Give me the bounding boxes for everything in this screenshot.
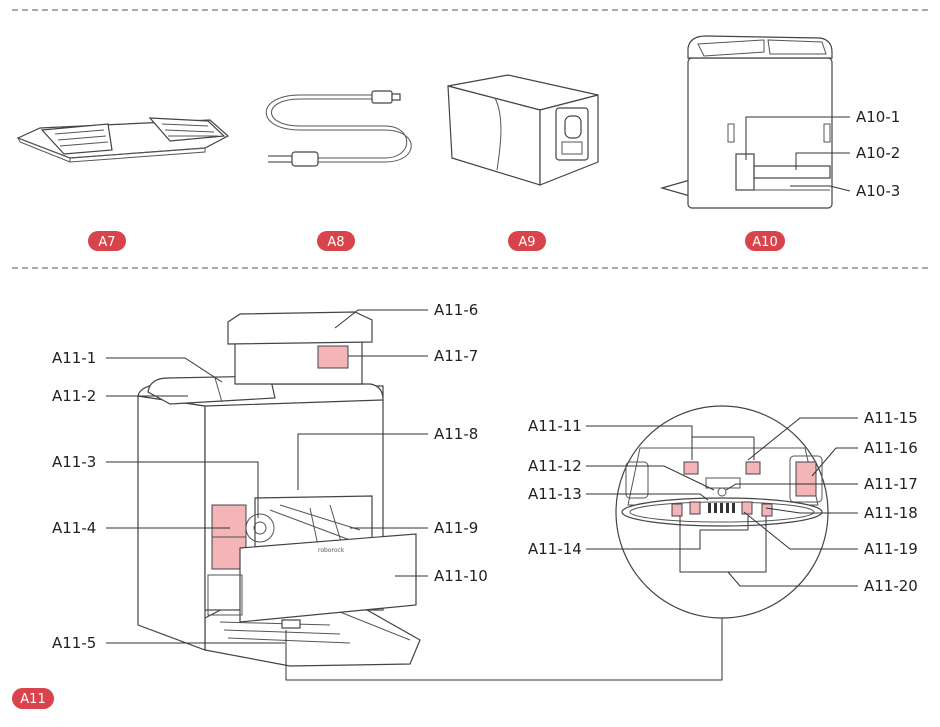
label-a11-11: A11-11 <box>528 417 582 435</box>
a11-detail-magnifier <box>615 405 829 619</box>
label-a11-8: A11-8 <box>434 425 478 443</box>
label-a10-2: A10-2 <box>856 144 900 162</box>
label-a11-17: A11-17 <box>864 475 918 493</box>
a11-right-callout-lines <box>285 309 723 681</box>
a11-left-callout-lines <box>106 357 285 644</box>
badge-a8: A8 <box>317 231 355 251</box>
label-a11-16: A11-16 <box>864 439 918 457</box>
label-a11-15: A11-15 <box>864 409 918 427</box>
label-a11-10: A11-10 <box>434 567 488 585</box>
badge-a8-text: A8 <box>327 235 344 250</box>
a9-dust-bag-illustration <box>447 74 599 186</box>
badge-a10-text: A10 <box>752 235 777 250</box>
label-a11-12: A11-12 <box>528 457 582 475</box>
badge-a9-text: A9 <box>518 235 535 250</box>
a11-dock-illustration: roborock <box>137 311 421 667</box>
label-a11-6: A11-6 <box>434 301 478 319</box>
badge-a11-text: A11 <box>20 692 45 707</box>
label-a11-14: A11-14 <box>528 540 582 558</box>
a11-detail-right-callout-lines <box>679 417 858 587</box>
a11-detail-left-callout-lines <box>586 425 755 550</box>
label-a10-3: A10-3 <box>856 182 900 200</box>
label-a11-2: A11-2 <box>52 387 96 405</box>
a7-mop-holder-illustration <box>16 117 230 163</box>
a8-power-cord-illustration <box>265 90 412 167</box>
door-brand-text: roborock <box>318 547 345 554</box>
badge-a10: A10 <box>745 231 785 251</box>
badge-a11: A11 <box>12 688 54 709</box>
badge-a7: A7 <box>88 231 126 251</box>
badge-a9: A9 <box>508 231 546 251</box>
label-a10-1: A10-1 <box>856 108 900 126</box>
label-a11-18: A11-18 <box>864 504 918 522</box>
a10-callout-lines <box>745 116 851 192</box>
label-a11-7: A11-7 <box>434 347 478 365</box>
a10-dock-rear-illustration <box>659 35 833 209</box>
label-a11-13: A11-13 <box>528 485 582 503</box>
label-a11-20: A11-20 <box>864 577 918 595</box>
label-a11-1: A11-1 <box>52 349 96 367</box>
label-a11-4: A11-4 <box>52 519 96 537</box>
label-a11-19: A11-19 <box>864 540 918 558</box>
label-a11-3: A11-3 <box>52 453 96 471</box>
label-a11-9: A11-9 <box>434 519 478 537</box>
label-a11-5: A11-5 <box>52 634 96 652</box>
badge-a7-text: A7 <box>98 235 115 250</box>
